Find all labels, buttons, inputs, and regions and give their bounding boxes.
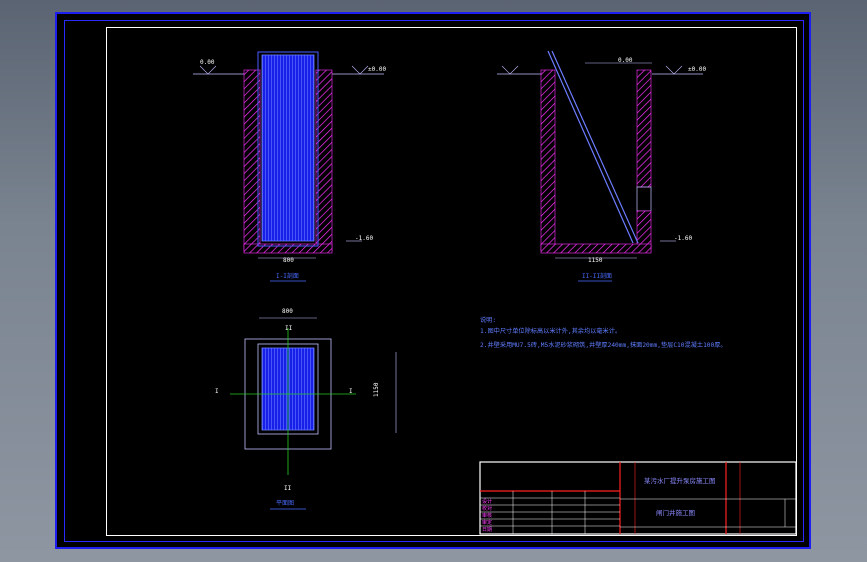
tb-row-5: 日期 xyxy=(482,527,492,533)
gate-diagonal-a xyxy=(547,50,634,244)
sheet-frame xyxy=(55,12,811,549)
section-b-level-bottom: -1.60 xyxy=(674,235,692,242)
plan-view: 800 1150 II I I II 平面图 xyxy=(215,308,397,510)
section-b-level-right: ±0.00 xyxy=(688,66,706,73)
section-a-level-right: ±0.00 xyxy=(368,66,386,73)
gate-leaf xyxy=(261,54,315,242)
inner-frame xyxy=(64,20,804,542)
gate-frame xyxy=(257,51,319,247)
cut-mark-bottom: II xyxy=(284,485,292,492)
tb-row-1: 设计 xyxy=(482,498,492,505)
right-wall-b-upper xyxy=(636,69,652,188)
cut-mark-right: I xyxy=(349,388,353,395)
notes-line-1: 1.图中尺寸单位除标高以米计外,其余均以毫米计。 xyxy=(480,327,621,335)
section-b-view: 0.00 ±0.00 -1.60 1150 II-II剖面 xyxy=(497,50,706,282)
section-b-width-dim: 1150 xyxy=(588,257,603,264)
tb-drawing-title: 闸门井施工图 xyxy=(656,508,695,517)
tb-row-4: 审定 xyxy=(482,519,492,526)
base-slab-b xyxy=(540,243,652,254)
section-b-label: II-II剖面 xyxy=(582,272,612,280)
section-a-level-bottom: -1.60 xyxy=(355,235,373,242)
notes-heading: 说明: xyxy=(480,316,496,324)
base-slab xyxy=(243,243,333,254)
section-a-level-left: 0.00 xyxy=(200,59,215,66)
notes-block: 说明: 1.图中尺寸单位除标高以米计外,其余均以毫米计。 2.井壁采用MU7.5… xyxy=(480,316,727,349)
title-block: 设计 校对 审核 审定 日期 某污水厂提升泵房施工图 闸门井施工图 xyxy=(479,461,797,535)
plan-label: 平面图 xyxy=(276,500,294,507)
section-a-width-dim: 800 xyxy=(283,257,294,264)
section-a-view: 0.00 ±0.00 -1.60 800 I-I剖面 xyxy=(193,51,386,282)
left-wall-b xyxy=(540,69,556,252)
tb-project-title: 某污水厂提升泵房施工图 xyxy=(644,476,716,485)
plan-right-dim: 1150 xyxy=(373,382,380,397)
section-b-level-left: 0.00 xyxy=(618,57,633,64)
cut-mark-top: II xyxy=(285,325,293,332)
cut-mark-left: I xyxy=(215,388,219,395)
drawing-border xyxy=(106,27,797,536)
tb-row-2: 校对 xyxy=(482,505,492,512)
tb-row-3: 审核 xyxy=(482,512,492,519)
pipe-opening xyxy=(636,186,652,212)
section-a-label: I-I剖面 xyxy=(276,272,299,280)
plan-top-dim: 800 xyxy=(282,308,293,315)
gate-diagonal-b xyxy=(551,50,639,244)
notes-line-2: 2.井壁采用MU7.5砖,M5水泥砂浆砌筑,井壁厚240mm,抹面20mm,垫层… xyxy=(480,341,727,349)
